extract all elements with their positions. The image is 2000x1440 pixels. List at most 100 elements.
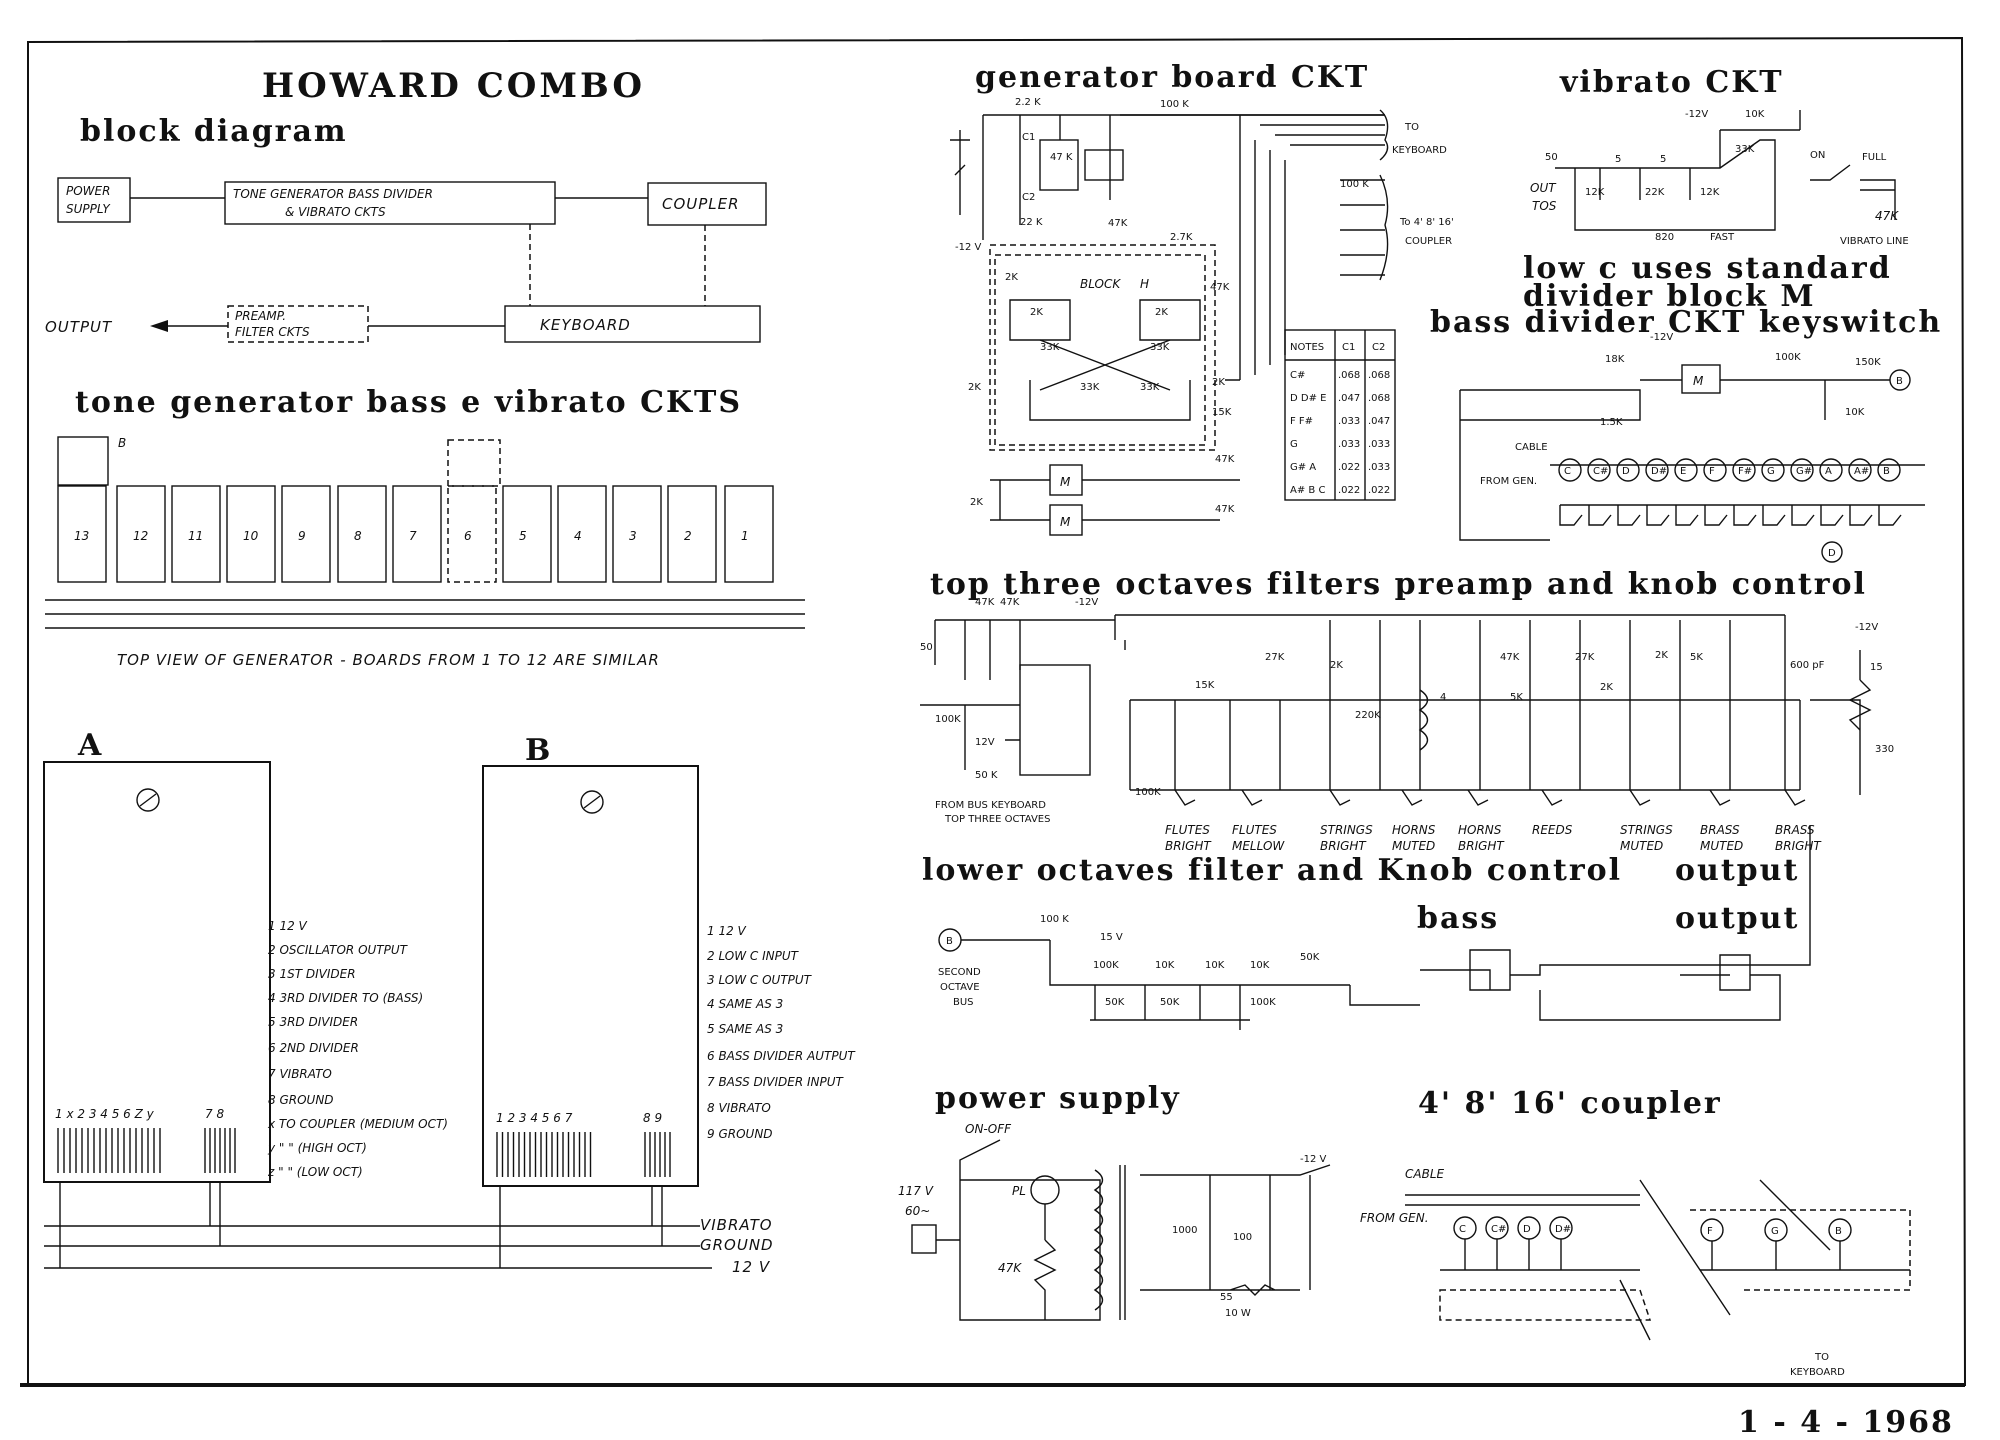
tone-board-number: 8 — [354, 529, 362, 543]
bass-note-terminal-icon — [1819, 458, 1843, 482]
bass-keyswitch — [1646, 505, 1670, 526]
preamp-value-label: 100K — [935, 714, 961, 725]
stop-switch-icon — [1174, 789, 1196, 806]
block-keyboard — [504, 305, 761, 343]
tone-board-number: 4 — [574, 529, 582, 543]
preamp-source-2: TOP THREE OCTAVES — [944, 814, 1050, 825]
tone-board-number: 1 — [741, 529, 749, 543]
power-mains-2: 60~ — [905, 1204, 930, 1218]
sheet-border — [27, 36, 1967, 1386]
board-a-pins: 1 x 2 3 4 5 6 Z y — [55, 1107, 155, 1121]
coupler-from-gen-label: FROM GEN. — [1360, 1211, 1429, 1225]
tone-board — [612, 485, 662, 583]
bass-keyswitch — [1820, 505, 1844, 526]
gen-value-label: 47K — [1215, 454, 1235, 465]
power-switch-label: ON-OFF — [965, 1122, 1012, 1136]
gen-brace-coupler — [1379, 174, 1389, 281]
board-a-legend: 1 12 V 2 OSCILLATOR OUTPUT 3 1ST DIVIDER… — [267, 919, 448, 1179]
stop-label: MUTED — [1620, 839, 1663, 853]
stop-label: STRINGS — [1620, 823, 1673, 837]
bass-keyswitch — [1617, 505, 1641, 526]
board-b-screw-slot — [583, 795, 601, 809]
tone-board — [116, 485, 166, 583]
low-c-note-2: divider block M — [1523, 279, 1816, 314]
gen-c2-label: C2 — [1022, 192, 1035, 203]
preamp-value-label: 15 — [1870, 662, 1883, 673]
coupler-circuit — [1405, 1179, 1911, 1341]
gen-brace-keyboard — [1379, 109, 1389, 161]
tone-board — [502, 485, 552, 583]
lower-b-label: B — [946, 936, 953, 947]
stop-switch-icon — [1541, 789, 1563, 806]
tone-board — [171, 485, 221, 583]
lower-bus-1: SECOND — [938, 967, 981, 978]
notes-table-cell: .068 — [1338, 370, 1360, 381]
board-b-legend-line: 5 SAME AS 3 — [707, 1022, 783, 1036]
bass-note-label: F# — [1738, 466, 1752, 477]
lower-octaves-heading: lower octaves filter and Knob control — [922, 853, 1622, 888]
notes-table-cell: .033 — [1368, 462, 1390, 473]
bass-keyswitch — [1762, 505, 1786, 526]
bass-from-gen-label: FROM GEN. — [1480, 476, 1537, 487]
gen-value-label: 47K — [1215, 504, 1235, 515]
stop-switch-icon — [1467, 789, 1489, 806]
notes-table-cell: .033 — [1338, 439, 1360, 450]
power-value: -12 V — [1300, 1154, 1327, 1165]
board-b-legend-line: 8 VIBRATO — [707, 1101, 771, 1115]
bass-note-terminal-icon — [1877, 458, 1901, 482]
bass-note-terminal-icon — [1645, 458, 1669, 482]
coupler-cable-label: CABLE — [1405, 1167, 1445, 1181]
power-mains-1: 117 V — [898, 1184, 934, 1198]
bass-note-label: A# — [1854, 466, 1869, 477]
gen-value-label: 2K — [1005, 272, 1018, 283]
board-a-legend-line: 3 1ST DIVIDER — [268, 967, 356, 981]
board-b-label: B — [525, 733, 552, 768]
bass-keyswitch — [1704, 505, 1728, 526]
notes-capacitor-table — [1284, 329, 1396, 501]
vibrato-value: 22K — [1645, 187, 1665, 198]
low-c-note-1: low c uses standard — [1523, 251, 1892, 286]
bass-keyswitch — [1588, 505, 1612, 526]
notes-table-header: NOTES — [1290, 342, 1324, 353]
board-a-label: A — [77, 728, 103, 763]
stop-label: HORNS — [1392, 823, 1436, 837]
preamp-value-label: 47K — [1500, 652, 1520, 663]
bass-b-label: B — [1896, 376, 1903, 387]
preamp-value-label: 330 — [1875, 744, 1894, 755]
lower-output-top: output — [1675, 853, 1799, 888]
coupler-to-kbd-2: KEYBOARD — [1790, 1367, 1845, 1378]
gen-value-label: 33K — [1080, 382, 1100, 393]
preamp-value-label: 4 — [1440, 692, 1446, 703]
lower-value-label: 50K — [1160, 997, 1180, 1008]
coupler-to-kbd-1: TO — [1814, 1352, 1829, 1363]
gen-block-label: BLOCK — [1080, 277, 1121, 291]
power-r-label: 47K — [998, 1261, 1022, 1275]
tone-board-number: 7 — [409, 529, 417, 543]
board-b-legend-line: 3 LOW C OUTPUT — [707, 973, 813, 987]
bass-value: 100K — [1775, 352, 1801, 363]
bass-note-label: C — [1564, 466, 1571, 477]
preamp-stop-switches: FLUTESBRIGHTFLUTESMELLOWSTRINGSBRIGHTHOR… — [1165, 789, 1822, 853]
lower-value-label: 10K — [1205, 960, 1225, 971]
gen-supply-label: -12 V — [955, 242, 982, 253]
lower-bus-3: BUS — [953, 997, 974, 1008]
power-value: 100 — [1233, 1232, 1252, 1243]
bass-note-label: D — [1622, 466, 1630, 477]
power-circuit — [911, 1139, 1331, 1321]
bass-note-terminal-icon — [1761, 458, 1785, 482]
notes-table-cell: .022 — [1338, 485, 1360, 496]
bass-keyswitch — [1849, 505, 1873, 526]
stop-label: BRIGHT — [1320, 839, 1367, 853]
tone-marker-b: B — [118, 436, 126, 450]
block-tone-generator — [224, 181, 556, 225]
board-a-legend-line: y " " (HIGH OCT) — [267, 1141, 367, 1155]
board-a-legend-line: 7 VIBRATO — [268, 1067, 332, 1081]
bass-note-terminal-icon — [1848, 458, 1872, 482]
gen-block-tag: H — [1140, 277, 1149, 291]
tone-board — [447, 485, 497, 583]
stop-label: HORNS — [1458, 823, 1502, 837]
stop-switch-icon — [1629, 789, 1651, 806]
stop-label: MUTED — [1700, 839, 1743, 853]
